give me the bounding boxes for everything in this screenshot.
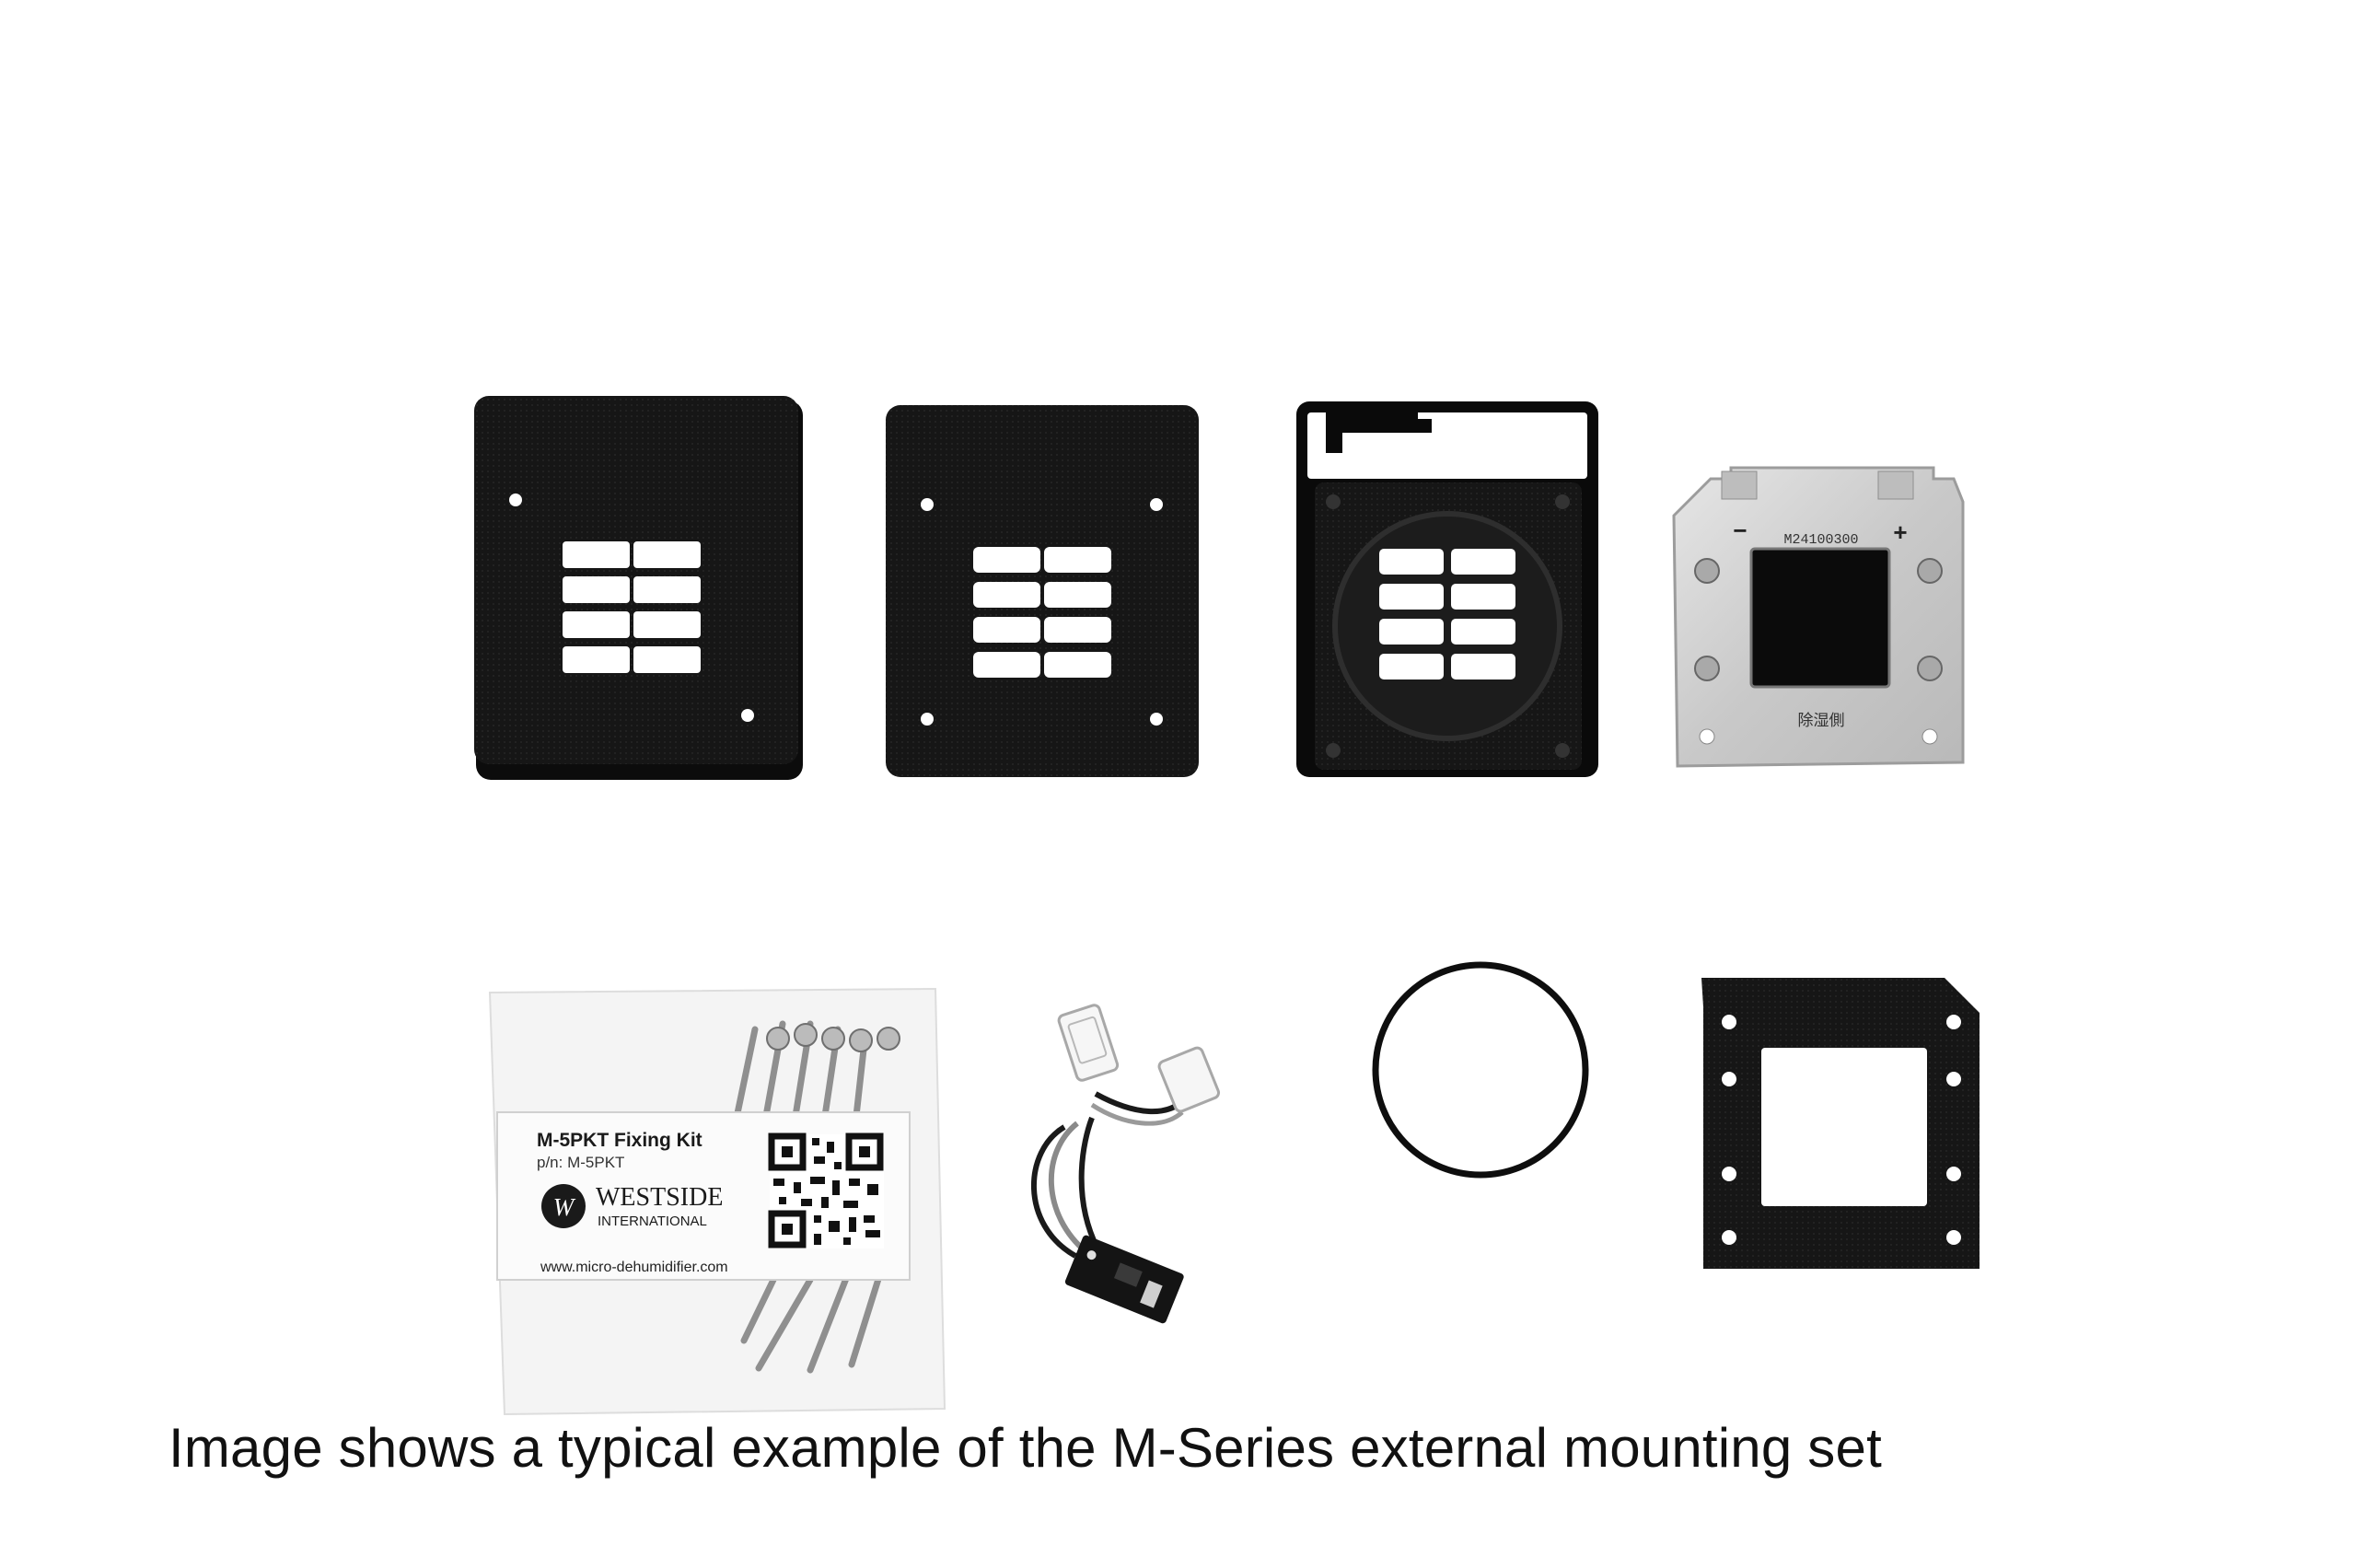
westside-logo-icon	[541, 1184, 586, 1228]
westside-logo-letter: W	[553, 1193, 576, 1221]
o-ring-seal	[1372, 961, 1589, 1179]
module-part-number: M24100300	[1783, 532, 1858, 548]
kit-label-url: www.micro-dehumidifier.com	[540, 1260, 728, 1275]
image-caption: Image shows a typical example of the M-S…	[168, 1417, 1882, 1479]
module-minus-sign: −	[1733, 517, 1747, 544]
dehumidifier-module: M24100300 − + 除湿側	[1672, 466, 1965, 768]
mounting-frame	[1296, 401, 1598, 777]
kit-label-brand: WESTSIDE	[596, 1183, 723, 1212]
module-kanji-label: 除湿側	[1798, 712, 1845, 730]
foam-gasket	[1701, 978, 1980, 1269]
fixing-kit-bag: M-5PKT Fixing Kit p/n: M-5PKT W WESTSIDE…	[488, 987, 946, 1416]
cable-harness-pcb	[1030, 1004, 1221, 1324]
outer-enclosure-plate	[474, 396, 803, 780]
module-plus-sign: +	[1893, 518, 1907, 546]
kit-label-part-number: p/n: M-5PKT	[537, 1154, 624, 1171]
front-cover-plate	[886, 405, 1199, 777]
qr-code-icon	[768, 1132, 884, 1249]
kit-label-brand-sub: INTERNATIONAL	[598, 1214, 707, 1229]
kit-label-title: M-5PKT Fixing Kit	[537, 1130, 702, 1151]
